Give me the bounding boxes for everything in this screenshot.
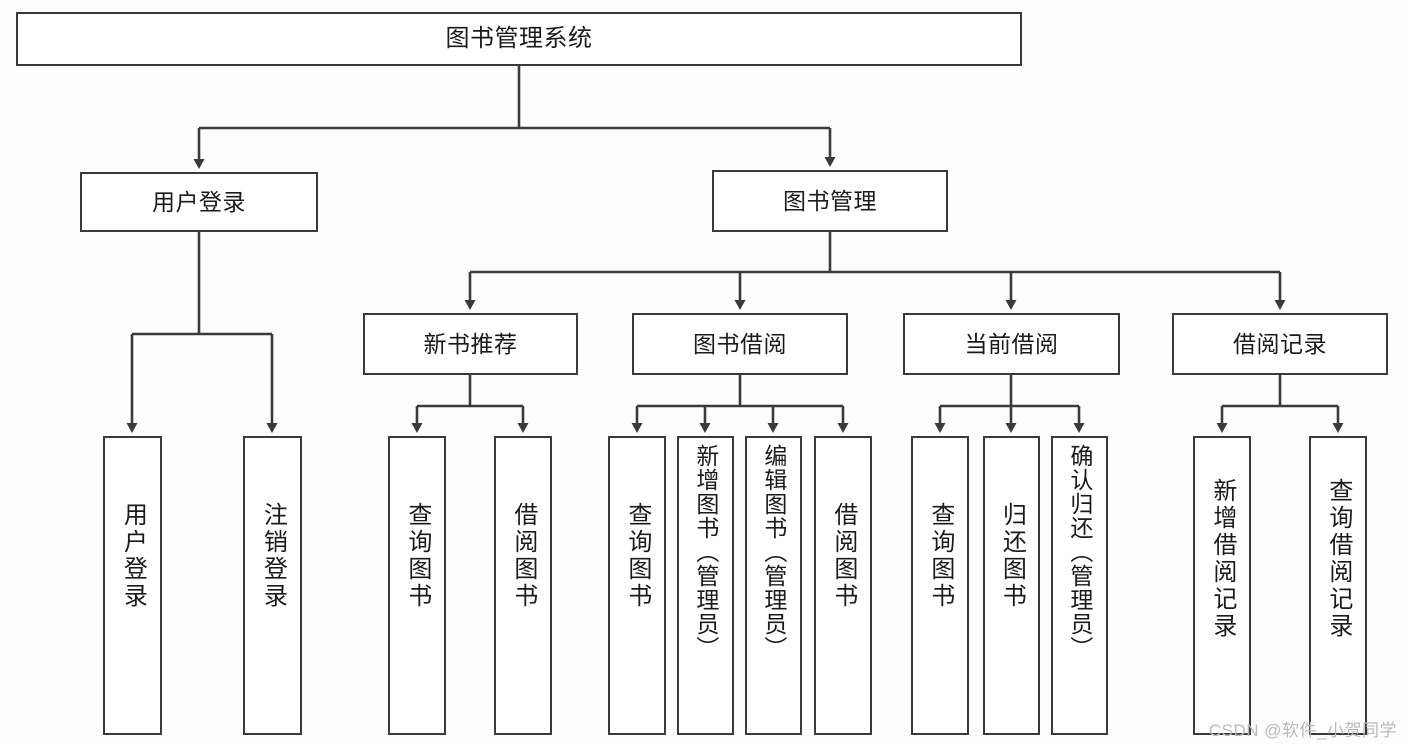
- leaf-current-confirm-return-admin[interactable]: 确认归还（管理员）: [1051, 436, 1108, 735]
- node-book-borrow[interactable]: 图书借阅: [632, 313, 848, 375]
- leaf-current-return-book[interactable]: 归还图书: [983, 436, 1040, 735]
- watermark-text: CSDN @软件_小贺同学: [1208, 721, 1397, 740]
- node-label: 新书推荐: [423, 330, 518, 357]
- leaf-recommend-borrow-book[interactable]: 借阅图书: [494, 436, 552, 735]
- node-user-login[interactable]: 用户登录: [80, 172, 318, 232]
- node-root-system[interactable]: 图书管理系统: [16, 12, 1022, 66]
- node-book-management[interactable]: 图书管理: [712, 170, 948, 232]
- leaf-borrow-edit-book-admin[interactable]: 编辑图书（管理员）: [745, 436, 802, 735]
- leaf-current-query-book[interactable]: 查询图书: [911, 436, 969, 735]
- node-label: 新增借阅记录: [1208, 478, 1236, 640]
- leaf-user-login-login[interactable]: 用户登录: [103, 436, 162, 735]
- node-label: 借阅图书: [829, 502, 857, 610]
- leaf-borrow-borrow-book[interactable]: 借阅图书: [814, 436, 872, 735]
- node-new-book-recommend[interactable]: 新书推荐: [363, 313, 578, 375]
- node-label: 用户登录: [152, 188, 246, 215]
- leaf-recommend-query-book[interactable]: 查询图书: [388, 436, 446, 735]
- node-label: 查询图书: [623, 502, 651, 610]
- node-label: 图书管理系统: [445, 25, 593, 53]
- node-current-borrow[interactable]: 当前借阅: [903, 313, 1120, 375]
- node-label: 注销登录: [259, 502, 287, 610]
- node-label: 新增图书（管理员）: [692, 444, 719, 660]
- node-label: 归还图书: [998, 502, 1026, 610]
- node-label: 图书借阅: [693, 330, 787, 357]
- leaf-user-login-logout[interactable]: 注销登录: [243, 436, 302, 735]
- leaf-record-query-record[interactable]: 查询借阅记录: [1309, 436, 1367, 735]
- node-label: 查询借阅记录: [1324, 478, 1352, 640]
- node-label: 借阅记录: [1233, 330, 1327, 357]
- leaf-borrow-query-book[interactable]: 查询图书: [608, 436, 666, 735]
- node-label: 图书管理: [783, 187, 877, 214]
- node-label: 查询图书: [403, 502, 431, 610]
- node-borrow-record[interactable]: 借阅记录: [1172, 313, 1388, 375]
- node-label: 当前借阅: [964, 330, 1059, 357]
- node-label: 确认归还（管理员）: [1066, 444, 1093, 660]
- node-label: 查询图书: [926, 502, 954, 610]
- node-label: 借阅图书: [509, 502, 537, 610]
- node-label: 编辑图书（管理员）: [760, 444, 787, 660]
- leaf-borrow-add-book-admin[interactable]: 新增图书（管理员）: [677, 436, 734, 735]
- leaf-record-add-record[interactable]: 新增借阅记录: [1193, 436, 1251, 735]
- node-label: 用户登录: [119, 502, 147, 610]
